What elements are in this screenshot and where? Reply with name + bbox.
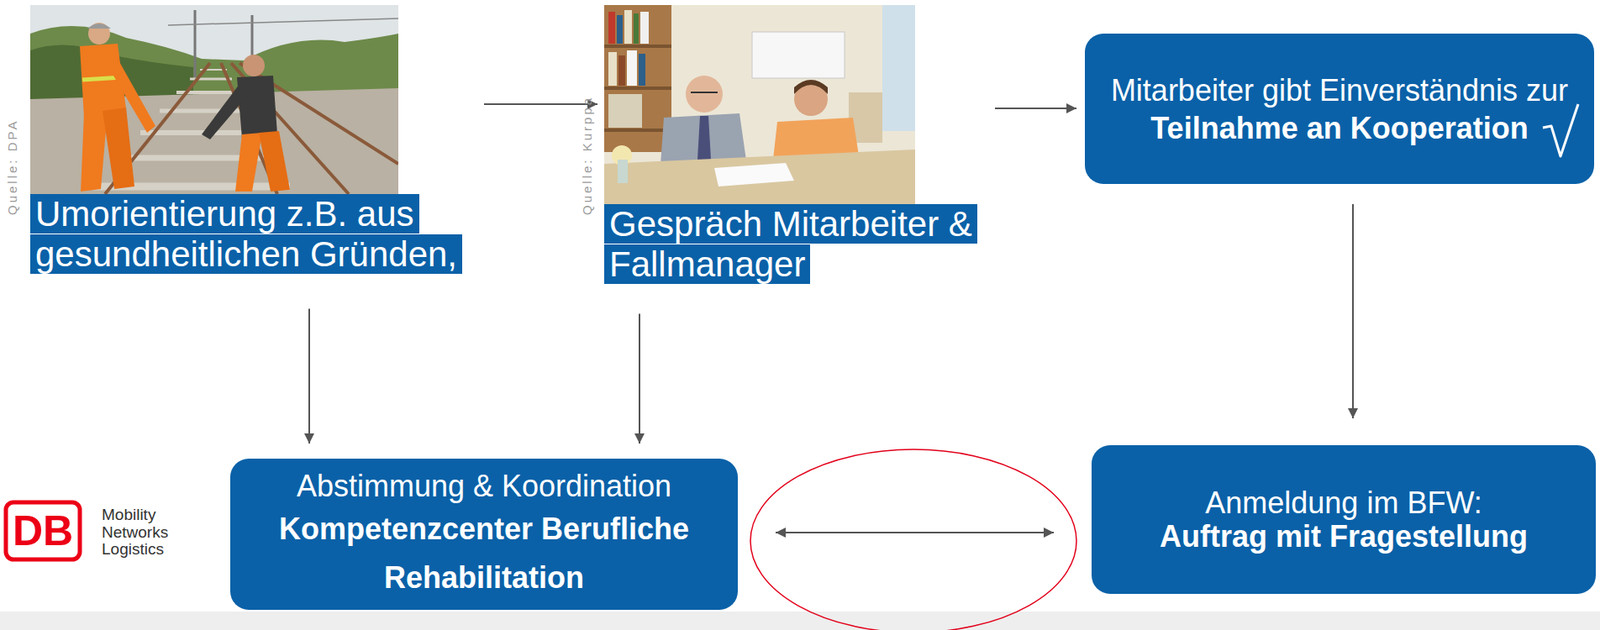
flow-arrow [1352, 204, 1354, 419]
logo-caption: Mobility Networks Logistics [101, 506, 186, 559]
box-text: Mitarbeiter gibt Einverständnis zur [1110, 71, 1569, 110]
wall-poster [752, 31, 845, 79]
highlight-ellipse [750, 449, 1077, 630]
logo-text: DB [9, 506, 77, 556]
photo-credit: Quelle: DPA [5, 119, 21, 216]
shelf-board [604, 86, 672, 90]
office-photo [604, 5, 916, 205]
caption-text: Gespräch Mitarbeiter & Fallmanager [604, 204, 978, 285]
footer-band [0, 611, 1600, 630]
books [608, 10, 649, 128]
box-heading: Auftrag mit Fragestellung [1159, 520, 1528, 554]
checkmark-symbol [1542, 104, 1579, 157]
box-heading: Kompetenzcenter Berufliche Rehabilitatio… [245, 505, 723, 602]
box-heading: Teilnahme an Kooperation [1150, 109, 1528, 148]
db-logo-frame [5, 502, 80, 560]
flow-arrow [308, 309, 311, 444]
caption-line-group: Umorientierung z.B. aus gesundheitlichen… [30, 194, 476, 276]
vase [617, 159, 628, 184]
flow-arrow [994, 107, 1077, 110]
bookshelf [604, 5, 672, 153]
photo-caption: Umorientierung z.B. aus gesundheitlichen… [30, 5, 476, 276]
photo-window [882, 5, 916, 132]
photo-wall [604, 5, 916, 205]
shelf-board [604, 44, 672, 48]
caption-text: Umorientierung z.B. aus gesundheitlichen… [30, 194, 463, 274]
process-box: Abstimmung & KoordinationKompetenzcenter… [230, 458, 738, 611]
flow-arrow [638, 314, 641, 444]
papers [714, 163, 795, 187]
catenary-pole [194, 10, 197, 80]
desk [604, 149, 916, 205]
photo-credit: Quelle: Kurppa [579, 95, 595, 216]
box-text: Abstimmung & Koordination [296, 467, 672, 506]
worker-right [201, 54, 290, 192]
process-box: Anmeldung im BFW:Auftrag mit Fragestellu… [1091, 445, 1596, 595]
catenary-wire [168, 18, 399, 26]
box-text: Anmeldung im BFW: [1205, 486, 1482, 521]
track-photo [30, 5, 399, 195]
flow-arrow [775, 531, 1054, 534]
worker-left [79, 22, 156, 192]
process-box: Mitarbeiter gibt Einverständnis zurTeiln… [1084, 33, 1595, 185]
photo-sky [30, 5, 399, 195]
photo-caption: Gespräch Mitarbeiter & Fallmanager [604, 5, 987, 286]
caption-line-group: Gespräch Mitarbeiter & Fallmanager [604, 204, 987, 286]
shelf-board [604, 128, 672, 132]
